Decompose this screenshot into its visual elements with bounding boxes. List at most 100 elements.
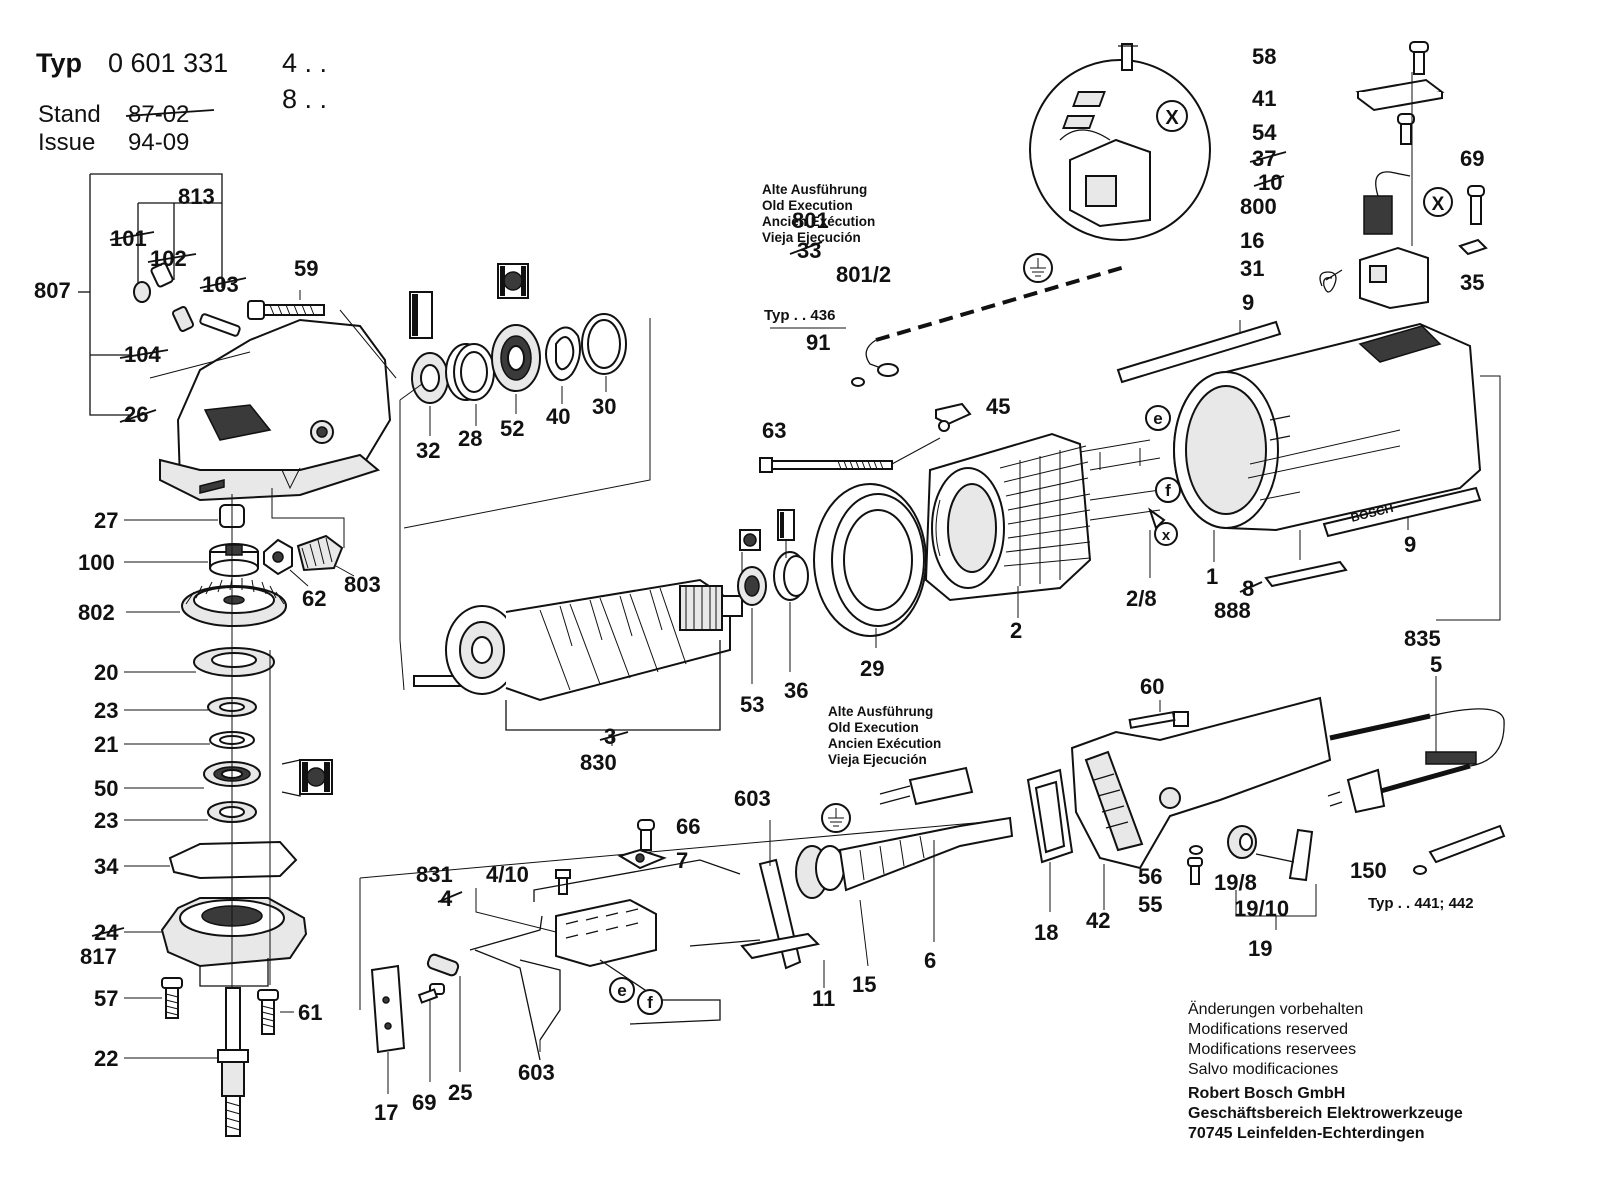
- seal-32-section-icon: [409, 291, 433, 339]
- label-30: 30: [592, 394, 616, 419]
- label-31: 31: [1240, 256, 1264, 281]
- switch-group: e f: [359, 819, 1009, 1094]
- label-2: 2: [1010, 618, 1022, 643]
- part-2-stator: [924, 432, 1092, 602]
- old-connector: [879, 766, 974, 806]
- part-31-spring: [1319, 269, 1343, 293]
- part-24-bearing-flange: [160, 897, 308, 987]
- label-100: 100: [78, 550, 115, 575]
- label-6: 6: [924, 948, 936, 973]
- part-52-bearing: [491, 324, 541, 392]
- part-36-ring: [773, 551, 809, 601]
- part-69-screw-top: [1467, 185, 1485, 225]
- part-18-gasket: [1026, 768, 1074, 864]
- part-15-grommet: [795, 845, 845, 899]
- label-58: 58: [1252, 44, 1276, 69]
- label-34: 34: [94, 854, 119, 879]
- part-42-handle-housing: [1070, 696, 1332, 870]
- marker-e-bottom: e: [609, 977, 635, 1003]
- part-22-spindle: [217, 987, 249, 1137]
- label-42: 42: [1086, 908, 1110, 933]
- part-100-bushing: [209, 543, 259, 577]
- label-19: 19: [1248, 936, 1272, 961]
- label-150: 150: [1350, 858, 1387, 883]
- marker-e-top: e: [1145, 405, 1171, 431]
- stand-label: Stand: [38, 101, 101, 128]
- part-66-screw: [637, 819, 655, 851]
- screw-57: [161, 977, 183, 1019]
- label-9-bottom: 9: [1404, 532, 1416, 557]
- label-7: 7: [676, 848, 688, 873]
- bearing-50-section-icon: [281, 759, 333, 797]
- gear-housing-26: [159, 318, 392, 502]
- marker-f-bottom: f: [637, 989, 663, 1015]
- part-20-flange: [193, 647, 275, 677]
- screw-4-10: [555, 869, 571, 895]
- label-801: 801: [792, 208, 829, 233]
- svg-text:e: e: [617, 981, 626, 1000]
- part-19-8-nut: [1227, 825, 1257, 859]
- part-801-cable: [851, 264, 1129, 387]
- ring-36-section-icon: [777, 509, 795, 541]
- label-831: 831: [416, 862, 453, 887]
- svg-text:Ancien Exécution: Ancien Exécution: [828, 736, 941, 751]
- label-813: 813: [178, 184, 215, 209]
- part-17-plate: [370, 964, 406, 1054]
- label-5: 5: [1430, 652, 1442, 677]
- issue-value: 94-09: [128, 129, 189, 156]
- label-817: 817: [80, 944, 117, 969]
- label-20: 20: [94, 660, 118, 685]
- label-21: 21: [94, 732, 118, 757]
- typ-variant-4: 4 . .: [282, 48, 327, 78]
- label-63: 63: [762, 418, 786, 443]
- label-56: 56: [1138, 864, 1162, 889]
- label-54: 54: [1252, 120, 1277, 145]
- leaders-left: [124, 290, 355, 1059]
- label-62: 62: [302, 586, 326, 611]
- part-8-plate: [1264, 560, 1348, 588]
- label-69-bottom: 69: [412, 1090, 436, 1115]
- svg-text:Alte Ausführung: Alte Ausführung: [828, 704, 933, 719]
- label-18: 18: [1034, 920, 1058, 945]
- svg-text:Ancien Exécution: Ancien Exécution: [762, 214, 875, 229]
- typ-number: 0 601 331: [108, 48, 228, 78]
- part-69-screw-bottom: [417, 983, 445, 1004]
- label-803: 803: [344, 572, 381, 597]
- part-6-cable-sleeve: [838, 816, 1014, 892]
- label-60: 60: [1140, 674, 1164, 699]
- label-802: 802: [78, 600, 115, 625]
- typ-variant-8: 8 . .: [282, 84, 327, 114]
- screw-59: [247, 300, 325, 320]
- label-69-top: 69: [1460, 146, 1484, 171]
- label-40: 40: [546, 404, 570, 429]
- svg-text:Alte Ausführung: Alte Ausführung: [762, 182, 867, 197]
- part-55-screw: [1187, 857, 1203, 885]
- screw-61: [257, 989, 279, 1035]
- label-800: 800: [1240, 194, 1277, 219]
- detail-marker-x: X: [1165, 107, 1179, 129]
- label-22: 22: [94, 1046, 118, 1071]
- label-41: 41: [1252, 86, 1276, 111]
- svg-text:X: X: [1432, 194, 1445, 215]
- label-36: 36: [784, 678, 808, 703]
- label-59: 59: [294, 256, 318, 281]
- footer-line-1: Änderungen vorbehalten: [1188, 1000, 1363, 1018]
- part-7-clamp: [617, 848, 667, 870]
- part-45-clip: [935, 402, 972, 432]
- label-2-8: 2/8: [1126, 586, 1157, 611]
- part-835-power-cord: [1327, 708, 1505, 814]
- part-803-pinion: [296, 534, 344, 572]
- bearing-stack: [399, 263, 651, 691]
- label-50: 50: [94, 776, 118, 801]
- label-11: 11: [812, 986, 835, 1011]
- footer-line-2: Modifications reserved: [1188, 1021, 1348, 1038]
- label-603-bottom: 603: [518, 1060, 555, 1085]
- bearing-53-section-icon: [739, 529, 761, 551]
- label-66: 66: [676, 814, 700, 839]
- part-63-screw: [759, 457, 893, 473]
- part-60-screw: [1128, 711, 1189, 729]
- label-45: 45: [986, 394, 1010, 419]
- svg-text:Vieja Ejecución: Vieja Ejecución: [762, 230, 861, 245]
- part-34-plate: [168, 840, 298, 880]
